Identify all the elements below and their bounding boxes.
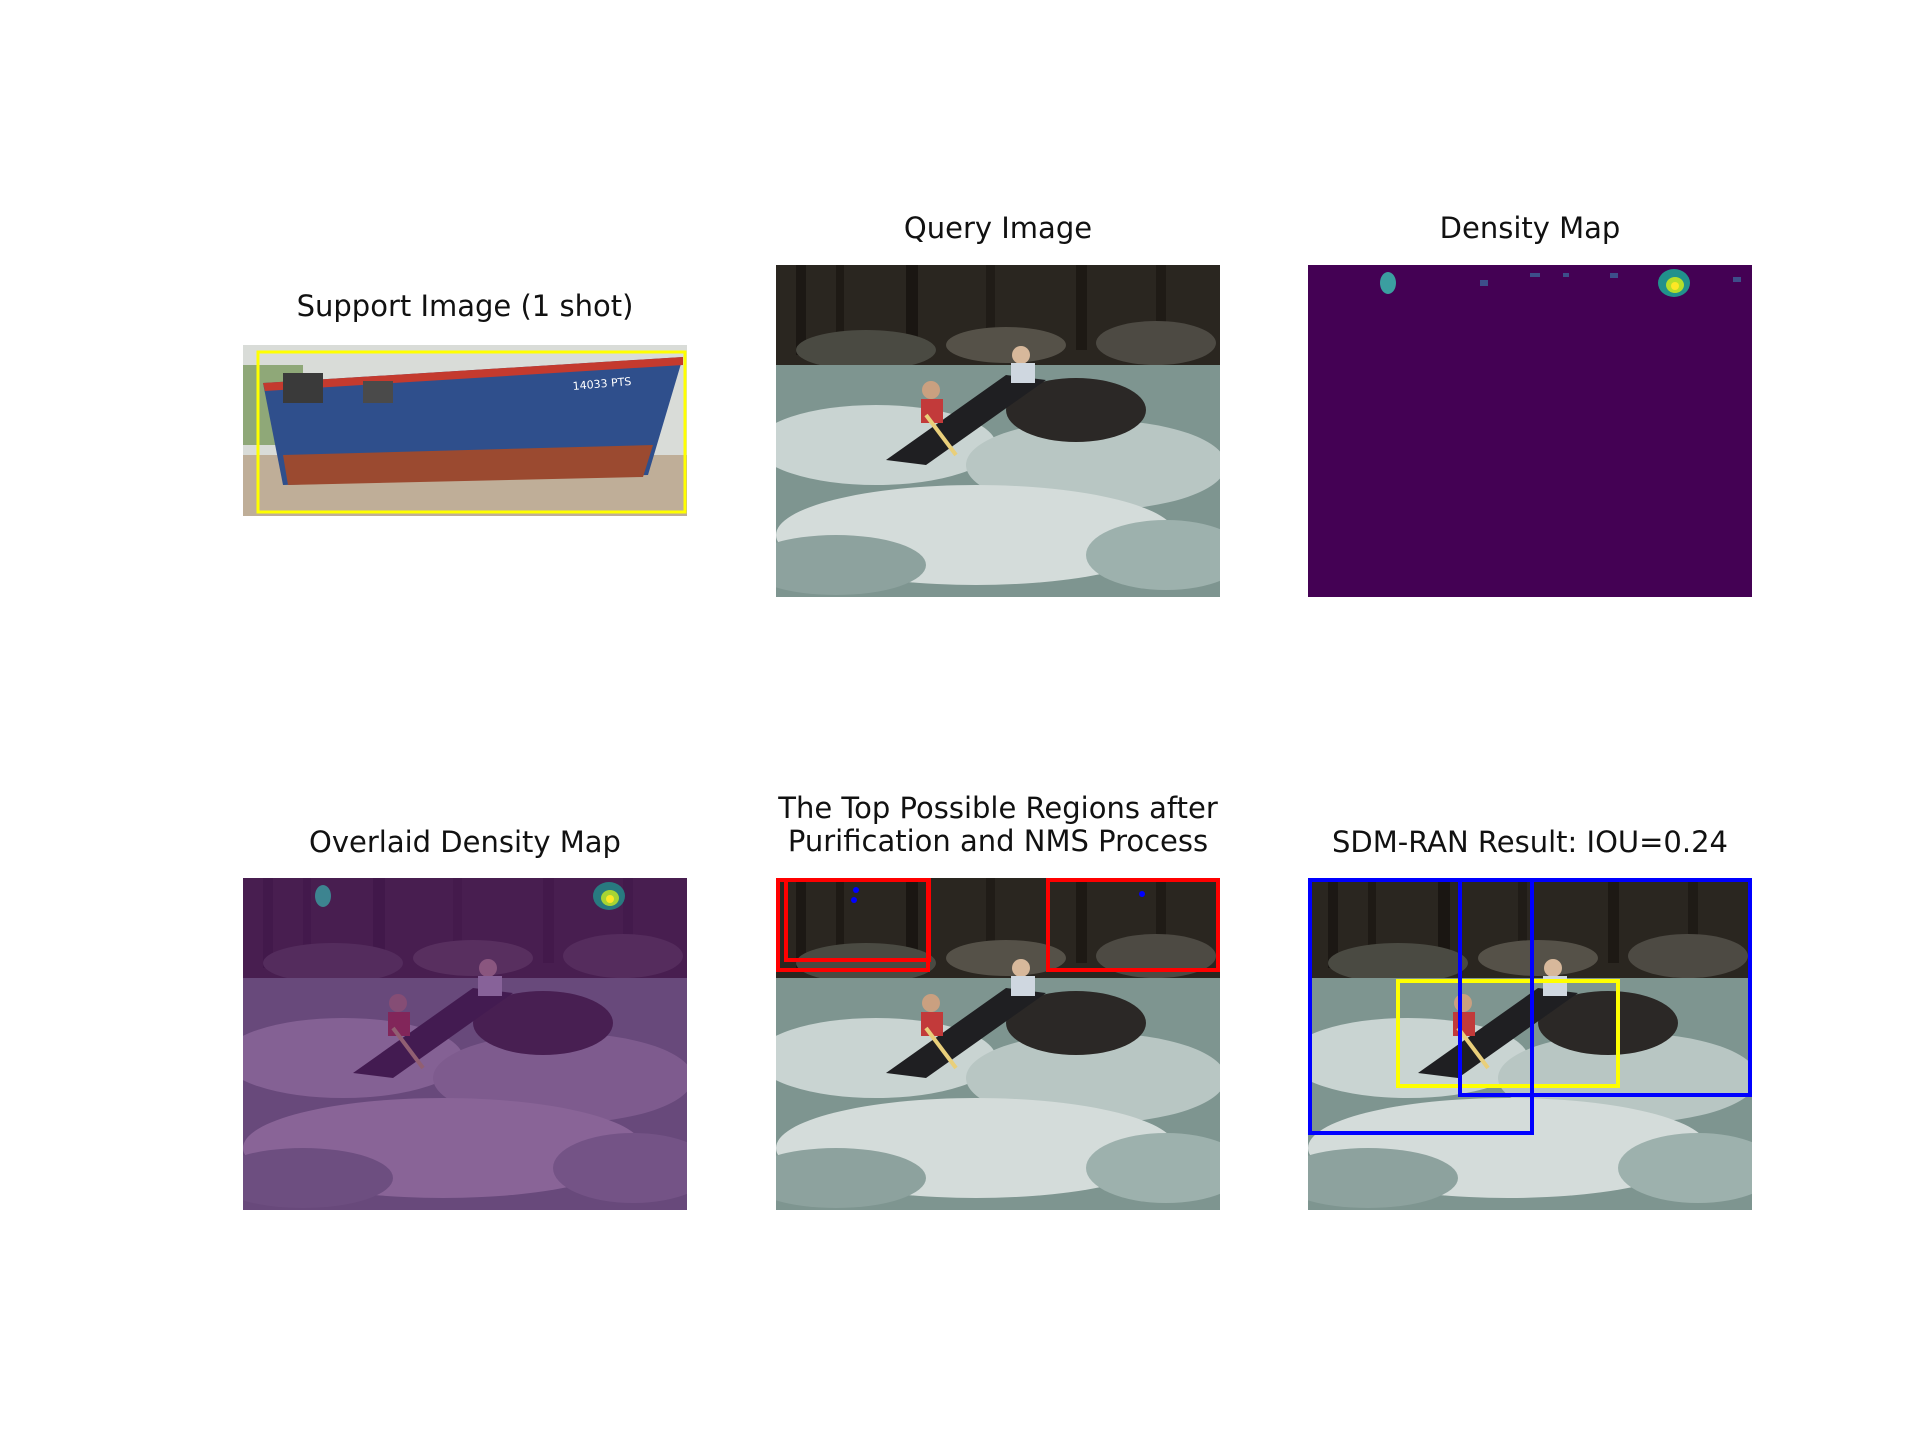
sdm-ran-result-title: SDM-RAN Result: IOU=0.24 <box>1331 825 1729 859</box>
density-blob <box>1380 272 1396 294</box>
support-image: 14033 PTS <box>243 345 687 516</box>
boat-hull-text: 14033 PTS <box>572 375 632 393</box>
boat-motor-right <box>363 381 393 403</box>
overlaid-density-map-title: Overlaid Density Map <box>309 825 621 859</box>
query-image <box>776 265 1220 597</box>
query-image-title: Query Image <box>903 211 1093 245</box>
overlaid-density-map <box>243 878 687 1210</box>
density-map <box>1308 265 1752 597</box>
prediction-box <box>1458 878 1752 1097</box>
support-image-title: Support Image (1 shot) <box>296 289 634 323</box>
top-regions-title: The Top Possible Regions after Purificat… <box>778 791 1218 858</box>
region-box <box>784 878 931 962</box>
region-box <box>1046 878 1220 972</box>
boat-motor-left <box>283 373 323 403</box>
support-bounding-box <box>256 350 687 514</box>
prediction-box <box>1308 878 1534 1135</box>
sdm-ran-result-image <box>1308 878 1752 1210</box>
top-regions-image <box>776 878 1220 1210</box>
density-map-title: Density Map <box>1439 211 1621 245</box>
ground-truth-box <box>1396 979 1620 1088</box>
